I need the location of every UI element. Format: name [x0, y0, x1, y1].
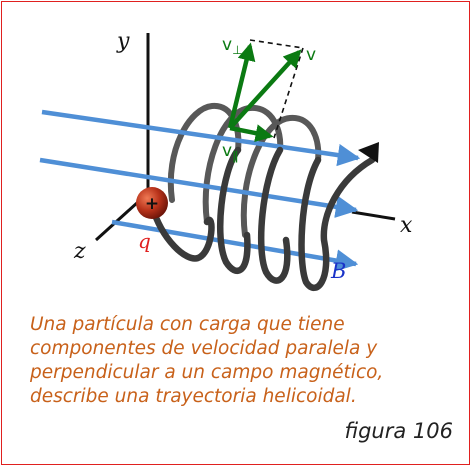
field-line-bottom [111, 219, 359, 272]
v-parallel-label: v∥ [222, 141, 238, 163]
v-perp-arrow [227, 42, 256, 129]
trajectory-arrowhead [358, 142, 379, 163]
caption-line-3: perpendicular a un campo magnético, [30, 362, 384, 383]
v-total-label: v [306, 45, 316, 65]
figure-caption: Una partícula con carga que tiene compon… [30, 313, 450, 409]
v-dash-right [273, 47, 304, 139]
y-axis-label: y [116, 29, 130, 54]
v-perp-label: v⊥ [222, 35, 243, 57]
caption-line-2: componentes de velocidad paralela y [30, 338, 378, 359]
charged-particle: + q [136, 187, 168, 253]
z-axis-label: z [73, 239, 86, 264]
x-axis-label: x [400, 213, 413, 238]
helix-front [148, 146, 376, 291]
helix-back [167, 102, 322, 238]
particle-sign: + [145, 194, 159, 214]
charge-label: q [138, 229, 151, 253]
particle-ball [136, 187, 168, 219]
caption-line-4: describe una trayectoria helicoidal. [30, 386, 357, 407]
caption-line-1: Una partícula con carga que tiene [30, 314, 345, 335]
v-parallel-arrow [229, 124, 274, 143]
v-total-arrow [228, 49, 302, 130]
helix-diagram: y x z v⊥ v v∥ + [39, 29, 413, 291]
figure-number: figura 106 [344, 419, 453, 443]
velocity-vectors: v⊥ v v∥ [222, 35, 316, 163]
v-dash-top [249, 39, 304, 49]
field-line-top [41, 109, 361, 167]
x-axis [351, 210, 396, 221]
field-label: B [330, 259, 346, 283]
